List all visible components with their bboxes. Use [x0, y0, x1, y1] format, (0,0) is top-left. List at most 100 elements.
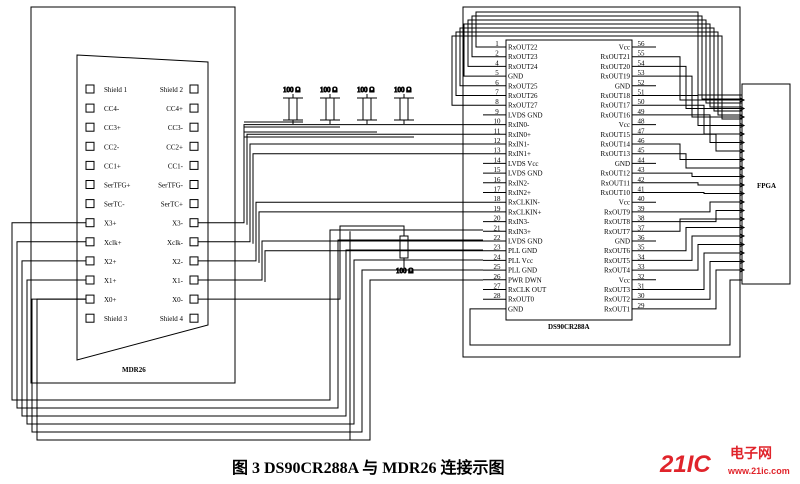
chip-left-pin-signal: PWR DWN	[508, 276, 542, 284]
chip-left-pin-signal: RxOUT0	[508, 296, 535, 304]
chip-left-pin-number: 21	[494, 224, 502, 232]
wire	[11, 222, 483, 401]
chip-right-pin-number: 47	[638, 127, 646, 135]
mdr-right-pin-label: Xclk-	[167, 239, 184, 247]
chip-right-pin-signal: RxOUT7	[604, 228, 631, 236]
wire	[471, 15, 742, 100]
mdr-left-pin-label: Shield 3	[104, 315, 128, 323]
resistor-value: 100 Ω	[396, 267, 413, 275]
chip-right-pin-number: 35	[638, 244, 646, 252]
chip-right-pin-signal: RxOUT16	[600, 111, 630, 119]
chip-left-pin-number: 11	[494, 127, 501, 135]
fpga-bus-line	[656, 235, 742, 261]
wire	[258, 211, 483, 263]
chip-left-pin-number: 7	[495, 89, 499, 97]
fpga-bus-line	[656, 218, 742, 232]
resistor-body	[288, 97, 298, 121]
chip-left-pin-number: 10	[494, 118, 502, 126]
mdr-left-pin-11	[85, 294, 95, 304]
chip-left-pin-number: 28	[494, 292, 502, 300]
watermark-brand: 21IC	[659, 451, 711, 478]
fpga-bus-line	[656, 182, 742, 186]
fpga-bus-line	[656, 153, 742, 169]
chip-left-pin-signal: RxIN1+	[508, 150, 531, 158]
fpga-arrow	[739, 174, 746, 179]
wire	[463, 23, 742, 108]
resistor-value: 100 Ω	[394, 86, 411, 94]
wire	[475, 11, 742, 96]
chip-right-pin-number: 34	[638, 253, 646, 261]
chip-left-pin-number: 4	[495, 59, 499, 67]
fpga-arrow	[739, 191, 746, 196]
resistor-value: 100 Ω	[357, 86, 374, 94]
fpga-arrow	[739, 131, 746, 137]
chip-right-pin-signal: RxOUT12	[600, 170, 630, 178]
chip-left-pin-number: 13	[494, 147, 502, 155]
resistor-body	[362, 97, 372, 121]
chip-right-pin-signal: RxOUT4	[604, 267, 631, 275]
chip-left-pin-number: 27	[494, 283, 502, 291]
chip-right-pin-number: 44	[638, 156, 646, 164]
chip-right-pin-number: 46	[638, 137, 646, 145]
lvds-wiring	[11, 11, 742, 441]
chip-right-pin-number: 30	[638, 292, 646, 300]
chip-left-pin-signal: RxIN3+	[508, 228, 531, 236]
chip-right-pin-signal: RxOUT2	[604, 296, 631, 304]
fpga-bus-line	[656, 133, 742, 152]
mdr-left-pin-label: CC4-	[104, 105, 120, 113]
mdr-right-pin-label: X3-	[172, 220, 184, 228]
wire	[469, 279, 742, 346]
chip-left-pin-signal: RxIN2+	[508, 189, 531, 197]
fpga-arrow	[739, 225, 746, 230]
wire	[198, 225, 405, 300]
mdr-left-pin-label: CC2-	[104, 143, 120, 151]
wire	[198, 201, 483, 262]
mdr-right-pin-1	[189, 103, 199, 113]
fpga-arrow	[739, 148, 746, 154]
wire	[198, 124, 483, 224]
wire	[252, 153, 483, 244]
watermark-text: 电子网	[730, 445, 772, 461]
chip-right-pin-signal: RxOUT20	[600, 63, 630, 71]
mdr-right-pin-label: X2-	[172, 258, 184, 266]
fpga-bus-line	[656, 172, 742, 177]
mdr26-label: MDR26	[122, 366, 146, 374]
chip-left-pin-signal: RxIN3-	[508, 218, 530, 226]
fpga-arrow	[739, 165, 746, 171]
chip-right-pin-number: 31	[638, 283, 646, 291]
wire	[26, 259, 483, 425]
fpga-block: FPGA	[741, 83, 791, 285]
mdr-left-pin-5	[85, 180, 95, 189]
mdr-left-pin-label: Shield 1	[104, 86, 128, 94]
wire	[246, 133, 483, 225]
mdr-left-pin-label: CC1+	[104, 162, 121, 170]
mdr-left-pin-label: SerTC-	[104, 201, 125, 209]
mdr-left-pin-label: X1+	[104, 277, 117, 285]
fpga-arrow	[739, 123, 746, 128]
fpga-bus-line	[656, 244, 742, 271]
chip-right-pin-signal: RxOUT3	[604, 286, 631, 294]
fpga-bus-line	[656, 104, 742, 135]
fpga-arrow	[739, 140, 746, 145]
mdr-left-pin-1	[85, 103, 95, 113]
resistor-leads	[283, 94, 303, 124]
mdr-right-pin-5	[189, 180, 199, 189]
chip-left-pin-signal: RxOUT27	[508, 102, 538, 110]
fpga-bus-line	[656, 95, 742, 126]
chip-left-pin-signal: RxIN2-	[508, 179, 530, 187]
chip-left-pin-number: 25	[494, 263, 502, 271]
mdr-right-pin-11	[189, 294, 199, 304]
mdr-left-pin-3	[85, 141, 95, 151]
wire	[16, 239, 483, 409]
mdr-right-pin-4	[189, 160, 199, 170]
chip-right-pin-signal: RxOUT11	[601, 179, 631, 187]
mdr-right-pin-2	[189, 122, 199, 132]
chip-left-pin-signal: GND	[508, 305, 523, 313]
mdr-left-pin-label: Xclk+	[104, 239, 122, 247]
mdr26-pins: Shield 1CC4-CC3+CC2-CC1+SerTFG+SerTC-X3+…	[85, 84, 199, 323]
wire	[459, 27, 742, 112]
chip-right-pin-number: 50	[638, 98, 646, 106]
chip-left-pin-signal: PLL Vcc	[508, 257, 533, 265]
wire	[44, 231, 351, 441]
chip-right-pin-number: 38	[638, 215, 646, 223]
